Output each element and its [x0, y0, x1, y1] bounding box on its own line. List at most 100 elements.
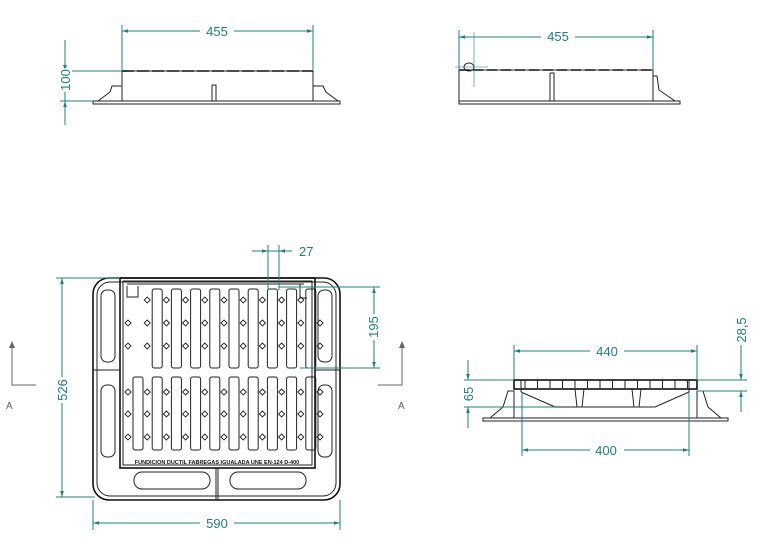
- diamond-stud-icon: [201, 410, 209, 418]
- diamond-stud-icon: [162, 342, 171, 350]
- diamond-stud-icon: [124, 319, 132, 327]
- diamond-stud-icon: [201, 388, 209, 396]
- grate-bar: [247, 288, 259, 369]
- dim-440: 440: [596, 344, 618, 359]
- grate-bar: [228, 288, 240, 369]
- diamond-stud-icon: [258, 388, 267, 396]
- grate-bar: [286, 288, 298, 369]
- diamond-stud-icon: [181, 296, 190, 304]
- grate-bar: [132, 376, 144, 451]
- grate-bar: [228, 376, 240, 451]
- side-elevation-view: [455, 30, 681, 105]
- grate-bar: [190, 376, 202, 451]
- section-marker-left: [9, 341, 36, 386]
- dim-195: 195: [366, 316, 381, 338]
- dim-590: 590: [206, 516, 228, 531]
- dim-455-front: 455: [206, 24, 228, 39]
- diamond-stud-icon: [316, 433, 324, 441]
- section-label-left: A: [6, 401, 13, 412]
- diamond-stud-icon: [316, 388, 324, 396]
- diamond-stud-icon: [220, 433, 228, 441]
- diamond-stud-icon: [162, 319, 171, 327]
- diamond-stud-icon: [143, 410, 151, 418]
- grate-bar: [170, 288, 182, 369]
- diamond-stud-icon: [181, 433, 190, 441]
- diamond-stud-icon: [124, 410, 132, 418]
- diamond-stud-icon: [124, 342, 132, 350]
- section-marker-right: [378, 341, 405, 386]
- dim-100: 100: [58, 69, 73, 91]
- diamond-stud-icon: [143, 319, 151, 327]
- section-label-right: A: [398, 401, 405, 412]
- grate-bar: [266, 376, 278, 451]
- diamond-stud-icon: [258, 319, 267, 327]
- diamond-stud-icon: [181, 410, 190, 418]
- diamond-stud-icon: [220, 296, 228, 304]
- diamond-stud-icon: [297, 342, 305, 350]
- diamond-stud-icon: [258, 410, 267, 418]
- diamond-stud-icon: [181, 388, 190, 396]
- diamond-stud-icon: [143, 342, 151, 350]
- diamond-stud-icon: [201, 319, 209, 327]
- diamond-stud-icon: [201, 433, 209, 441]
- diamond-stud-icon: [239, 433, 247, 441]
- grate-inscription: FUNDICION DUCTIL FABREGAS IGUALADA UNE E…: [135, 460, 299, 466]
- diamond-stud-icon: [239, 319, 247, 327]
- dim-455-side: 455: [547, 29, 569, 44]
- grate-bar: [209, 288, 221, 369]
- grate-bar: [305, 376, 317, 451]
- diamond-stud-icon: [162, 388, 171, 396]
- diamond-stud-icon: [239, 342, 247, 350]
- diamond-stud-icon: [277, 410, 286, 418]
- dim-400: 400: [595, 443, 617, 458]
- diamond-stud-icon: [297, 319, 305, 327]
- diamond-stud-icon: [277, 319, 286, 327]
- diamond-stud-icon: [181, 342, 190, 350]
- grate-bars: [124, 288, 324, 451]
- grate-bar: [151, 376, 163, 451]
- diamond-stud-icon: [162, 296, 171, 304]
- diamond-stud-icon: [143, 296, 151, 304]
- diamond-stud-icon: [181, 319, 190, 327]
- dim-526: 526: [55, 379, 70, 401]
- diamond-stud-icon: [316, 319, 324, 327]
- diamond-stud-icon: [201, 342, 209, 350]
- plan-view: [92, 277, 341, 501]
- diamond-stud-icon: [277, 433, 286, 441]
- grate-bar: [190, 288, 202, 369]
- diamond-stud-icon: [258, 342, 267, 350]
- diamond-stud-icon: [316, 342, 324, 350]
- grate-bar: [266, 288, 278, 369]
- diamond-stud-icon: [143, 433, 151, 441]
- diamond-stud-icon: [316, 410, 324, 418]
- diamond-stud-icon: [239, 410, 247, 418]
- diamond-stud-icon: [124, 388, 132, 396]
- grate-bar: [247, 376, 259, 451]
- diamond-stud-icon: [297, 433, 305, 441]
- diamond-stud-icon: [220, 410, 228, 418]
- diamond-stud-icon: [297, 410, 305, 418]
- diamond-stud-icon: [124, 433, 132, 441]
- diamond-stud-icon: [258, 433, 267, 441]
- diamond-stud-icon: [162, 410, 171, 418]
- diamond-stud-icon: [277, 342, 286, 350]
- diamond-stud-icon: [297, 388, 305, 396]
- grate-bar: [286, 376, 298, 451]
- dim-27: 27: [299, 244, 313, 259]
- diamond-stud-icon: [220, 388, 228, 396]
- diamond-stud-icon: [277, 388, 286, 396]
- diamond-stud-icon: [297, 296, 305, 304]
- grate-bar: [170, 376, 182, 451]
- diamond-stud-icon: [143, 388, 151, 396]
- diamond-stud-icon: [220, 319, 228, 327]
- grate-bar: [209, 376, 221, 451]
- section-view: [464, 345, 747, 456]
- diamond-stud-icon: [201, 296, 209, 304]
- dim-65: 65: [461, 387, 476, 401]
- diamond-stud-icon: [258, 296, 267, 304]
- diamond-stud-icon: [239, 388, 247, 396]
- diamond-stud-icon: [162, 433, 171, 441]
- diamond-stud-icon: [239, 296, 247, 304]
- grate-bar: [151, 288, 163, 369]
